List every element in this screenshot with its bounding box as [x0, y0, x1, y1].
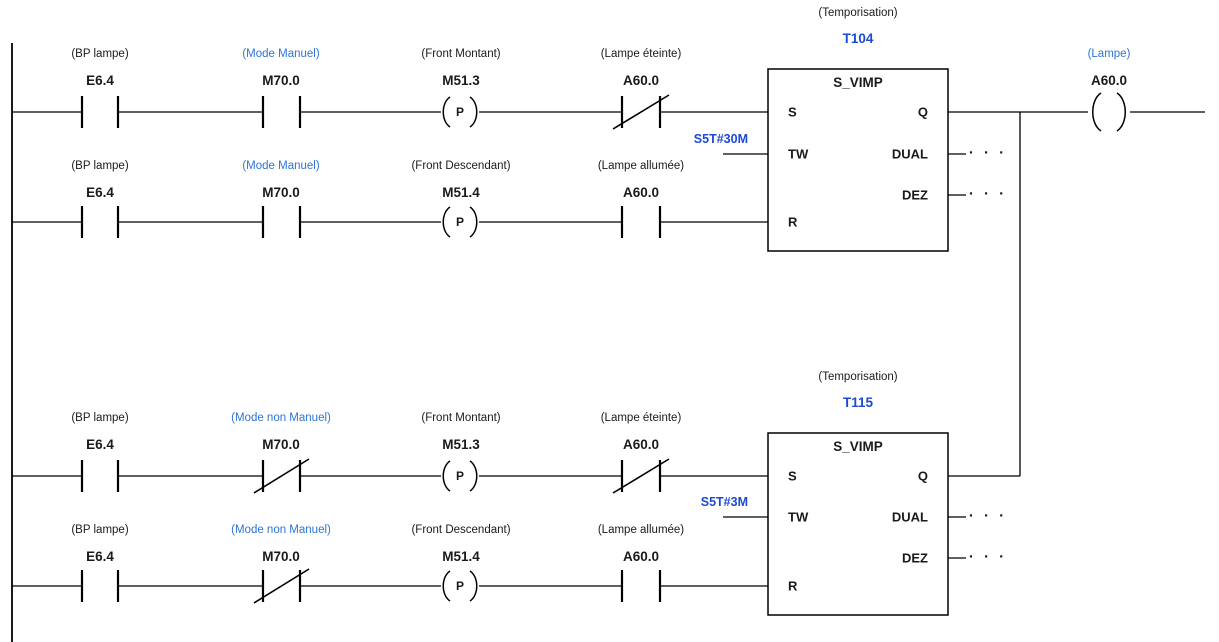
contact-comment: (Mode Manuel): [242, 160, 320, 172]
edge-p-contact[interactable]: [442, 96, 478, 128]
edge-p-marker: P: [455, 579, 465, 593]
coil-comment: (Lampe): [1087, 48, 1131, 60]
nc-contact[interactable]: [612, 458, 670, 494]
port-r-label: R: [788, 214, 798, 230]
contact-operand: A60.0: [622, 185, 660, 200]
no-contact[interactable]: [261, 206, 302, 238]
contact-operand: M51.3: [442, 437, 480, 452]
nc-slash: [253, 568, 310, 604]
contact-operand: A60.0: [622, 437, 660, 452]
port-tw-label: TW: [788, 509, 809, 525]
port-q-label: Q: [917, 468, 928, 484]
contact-operand: E6.4: [86, 185, 114, 200]
coil-operand: A60.0: [1090, 73, 1128, 88]
nc-slash: [253, 458, 310, 494]
contact-comment: (Front Montant): [421, 48, 501, 60]
output-stub-wires: [948, 516, 966, 559]
no-contact[interactable]: [80, 206, 120, 238]
no-contact[interactable]: [261, 96, 302, 128]
port-s-label: S: [788, 468, 797, 484]
contact-operand: A60.0: [622, 73, 660, 88]
edge-p-contact[interactable]: [442, 206, 478, 238]
contact-comment: (Lampe allumée): [597, 524, 685, 536]
timer-block[interactable]: [767, 68, 949, 252]
dual-unconnected-dots: · · ·: [968, 144, 1008, 162]
output-coil[interactable]: [1092, 92, 1126, 132]
edge-p-marker: P: [455, 215, 465, 229]
contact-operand: E6.4: [86, 549, 114, 564]
dual-unconnected-dots: · · ·: [968, 507, 1008, 525]
contact-operand: M51.4: [442, 549, 480, 564]
contact-comment: (BP lampe): [71, 412, 129, 424]
no-contact[interactable]: [620, 570, 662, 602]
edge-p-marker: P: [455, 105, 465, 119]
contact-operand: M51.3: [442, 73, 480, 88]
port-dual-label: DUAL: [891, 146, 928, 162]
edge-p-contact[interactable]: [442, 570, 478, 602]
contact-comment: (BP lampe): [71, 48, 129, 60]
time-value: S5T#30M: [693, 132, 748, 146]
port-dez-label: DEZ: [902, 187, 928, 203]
timer-comment: (Temporisation): [818, 371, 898, 383]
edge-p-contact[interactable]: [442, 460, 478, 492]
dez-unconnected-dots: · · ·: [968, 185, 1008, 203]
contact-operand: E6.4: [86, 437, 114, 452]
contact-comment: (BP lampe): [71, 160, 129, 172]
contact-operand: M70.0: [262, 73, 300, 88]
no-contact[interactable]: [620, 206, 662, 238]
contact-comment: (Mode Manuel): [242, 48, 320, 60]
contact-comment: (Mode non Manuel): [231, 524, 331, 536]
dez-unconnected-dots: · · ·: [968, 548, 1008, 566]
no-contact[interactable]: [80, 460, 120, 492]
edge-p-marker: P: [455, 469, 465, 483]
nc-contact[interactable]: [612, 94, 670, 130]
contact-operand: A60.0: [622, 549, 660, 564]
no-contact[interactable]: [80, 96, 120, 128]
nc-slash: [612, 458, 670, 494]
contact-comment: (Lampe éteinte): [600, 48, 682, 60]
contact-operand: M51.4: [442, 185, 480, 200]
contact-comment: (Front Descendant): [411, 524, 511, 536]
contact-comment: (Lampe éteinte): [600, 412, 682, 424]
port-r-label: R: [788, 578, 798, 594]
timer-comment: (Temporisation): [818, 7, 898, 19]
timer-operand: T115: [842, 395, 874, 410]
block-title: S_VIMP: [833, 75, 883, 90]
nc-contact[interactable]: [253, 458, 310, 494]
port-tw-label: TW: [788, 146, 809, 162]
nc-slash: [612, 94, 670, 130]
contact-comment: (Lampe allumée): [597, 160, 685, 172]
contact-operand: M70.0: [262, 437, 300, 452]
port-dual-label: DUAL: [891, 509, 928, 525]
contact-operand: M70.0: [262, 185, 300, 200]
port-dez-label: DEZ: [902, 550, 928, 566]
timer-block[interactable]: [767, 432, 949, 616]
contact-comment: (Front Montant): [421, 412, 501, 424]
contact-comment: (Front Descendant): [411, 160, 511, 172]
contact-comment: (Mode non Manuel): [231, 412, 331, 424]
nc-contact[interactable]: [253, 568, 310, 604]
port-s-label: S: [788, 104, 797, 120]
timer-operand: T104: [842, 31, 874, 46]
contact-comment: (BP lampe): [71, 524, 129, 536]
no-contact[interactable]: [80, 570, 120, 602]
contact-operand: M70.0: [262, 549, 300, 564]
time-value: S5T#3M: [700, 495, 748, 509]
block-title: S_VIMP: [833, 439, 883, 454]
contact-operand: E6.4: [86, 73, 114, 88]
output-stub-wires: [948, 153, 966, 196]
port-q-label: Q: [917, 104, 928, 120]
